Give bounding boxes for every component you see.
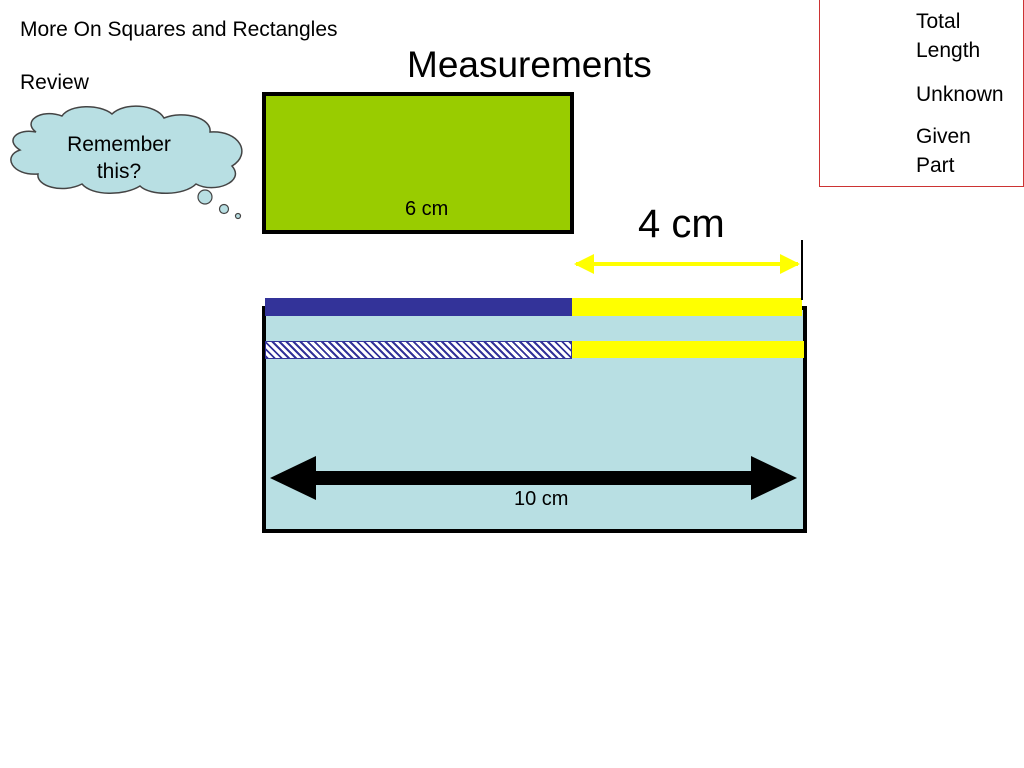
measurements-heading: Measurements xyxy=(407,44,652,85)
given-measure-label: 6 cm xyxy=(405,198,449,220)
thought-circle-small xyxy=(234,212,242,220)
thought-bubble-text: Remember this? xyxy=(67,133,171,183)
given-part-bar xyxy=(265,298,572,316)
legend-unknown-label: Unknown xyxy=(916,83,1004,106)
legend-total-label: Total Length xyxy=(916,10,981,62)
legend-box: Total Length Unknown Given Part xyxy=(819,0,1024,187)
review-label: Review xyxy=(20,71,89,94)
thought-bubble xyxy=(10,105,243,220)
unknown-part-bar-top xyxy=(572,298,802,316)
thought-circle-medium xyxy=(218,203,230,215)
unknown-part-bar-bottom xyxy=(572,341,804,358)
green-rectangle xyxy=(262,92,574,234)
hatched-given-bar xyxy=(265,341,572,359)
slide-title: More On Squares and Rectangles xyxy=(20,18,338,41)
unknown-measure-label: 4 cm xyxy=(638,202,725,246)
legend-given-label: Given Part xyxy=(916,125,971,177)
total-length-arrow xyxy=(270,456,797,500)
thought-circle-large xyxy=(197,189,213,205)
total-measure-label: 10 cm xyxy=(514,488,569,510)
